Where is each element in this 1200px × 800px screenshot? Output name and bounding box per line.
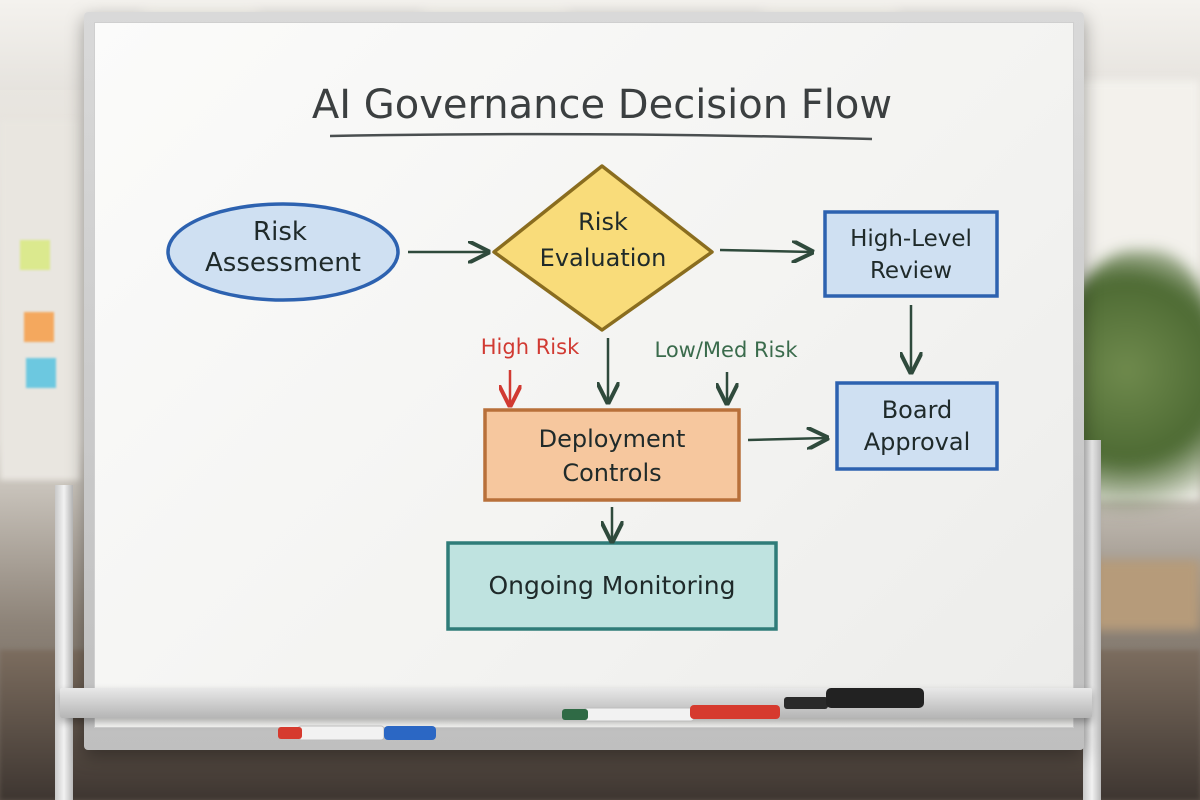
arrow-controls-to-board: [748, 438, 827, 440]
deployment-controls-line2: Controls: [562, 459, 661, 487]
diagram-title: AI Governance Decision Flow: [312, 82, 892, 128]
deployment-controls-line1: Deployment: [539, 425, 686, 453]
black-marker[interactable]: [784, 688, 924, 709]
board-approval-line2: Approval: [864, 428, 971, 456]
green-marker-cap: [562, 709, 588, 720]
node-deployment-controls: Deployment Controls: [485, 410, 739, 500]
black-marker-tip: [784, 697, 828, 709]
node-board-approval: Board Approval: [837, 383, 997, 469]
red-marker-cap: [278, 727, 302, 739]
green-marker[interactable]: [562, 705, 780, 721]
edge-label-high-risk: High Risk: [481, 335, 580, 359]
board-approval-line1: Board: [882, 396, 953, 424]
arrow-evaluation-to-review: [720, 250, 812, 252]
risk-assessment-line2: Assessment: [205, 248, 361, 278]
node-ongoing-monitoring: Ongoing Monitoring: [448, 543, 776, 629]
green-marker-band: [690, 705, 780, 719]
risk-assessment-line1: Risk: [253, 217, 307, 247]
black-marker-body: [826, 688, 924, 708]
red-marker-band: [384, 726, 436, 740]
high-level-review-line2: Review: [870, 258, 952, 284]
edge-label-low-med-risk: Low/Med Risk: [654, 338, 798, 362]
ongoing-monitoring-label: Ongoing Monitoring: [489, 571, 736, 600]
red-marker-body: [298, 726, 384, 740]
high-level-review-line1: High-Level: [850, 226, 972, 252]
green-marker-body: [584, 708, 694, 721]
risk-evaluation-line1: Risk: [578, 208, 628, 236]
node-risk-assessment: Risk Assessment: [168, 204, 398, 300]
title-underline: [330, 134, 872, 139]
node-risk-evaluation: Risk Evaluation: [494, 166, 712, 330]
red-marker[interactable]: [278, 726, 436, 740]
risk-evaluation-line2: Evaluation: [540, 244, 667, 272]
node-high-level-review: High-Level Review: [825, 212, 997, 296]
